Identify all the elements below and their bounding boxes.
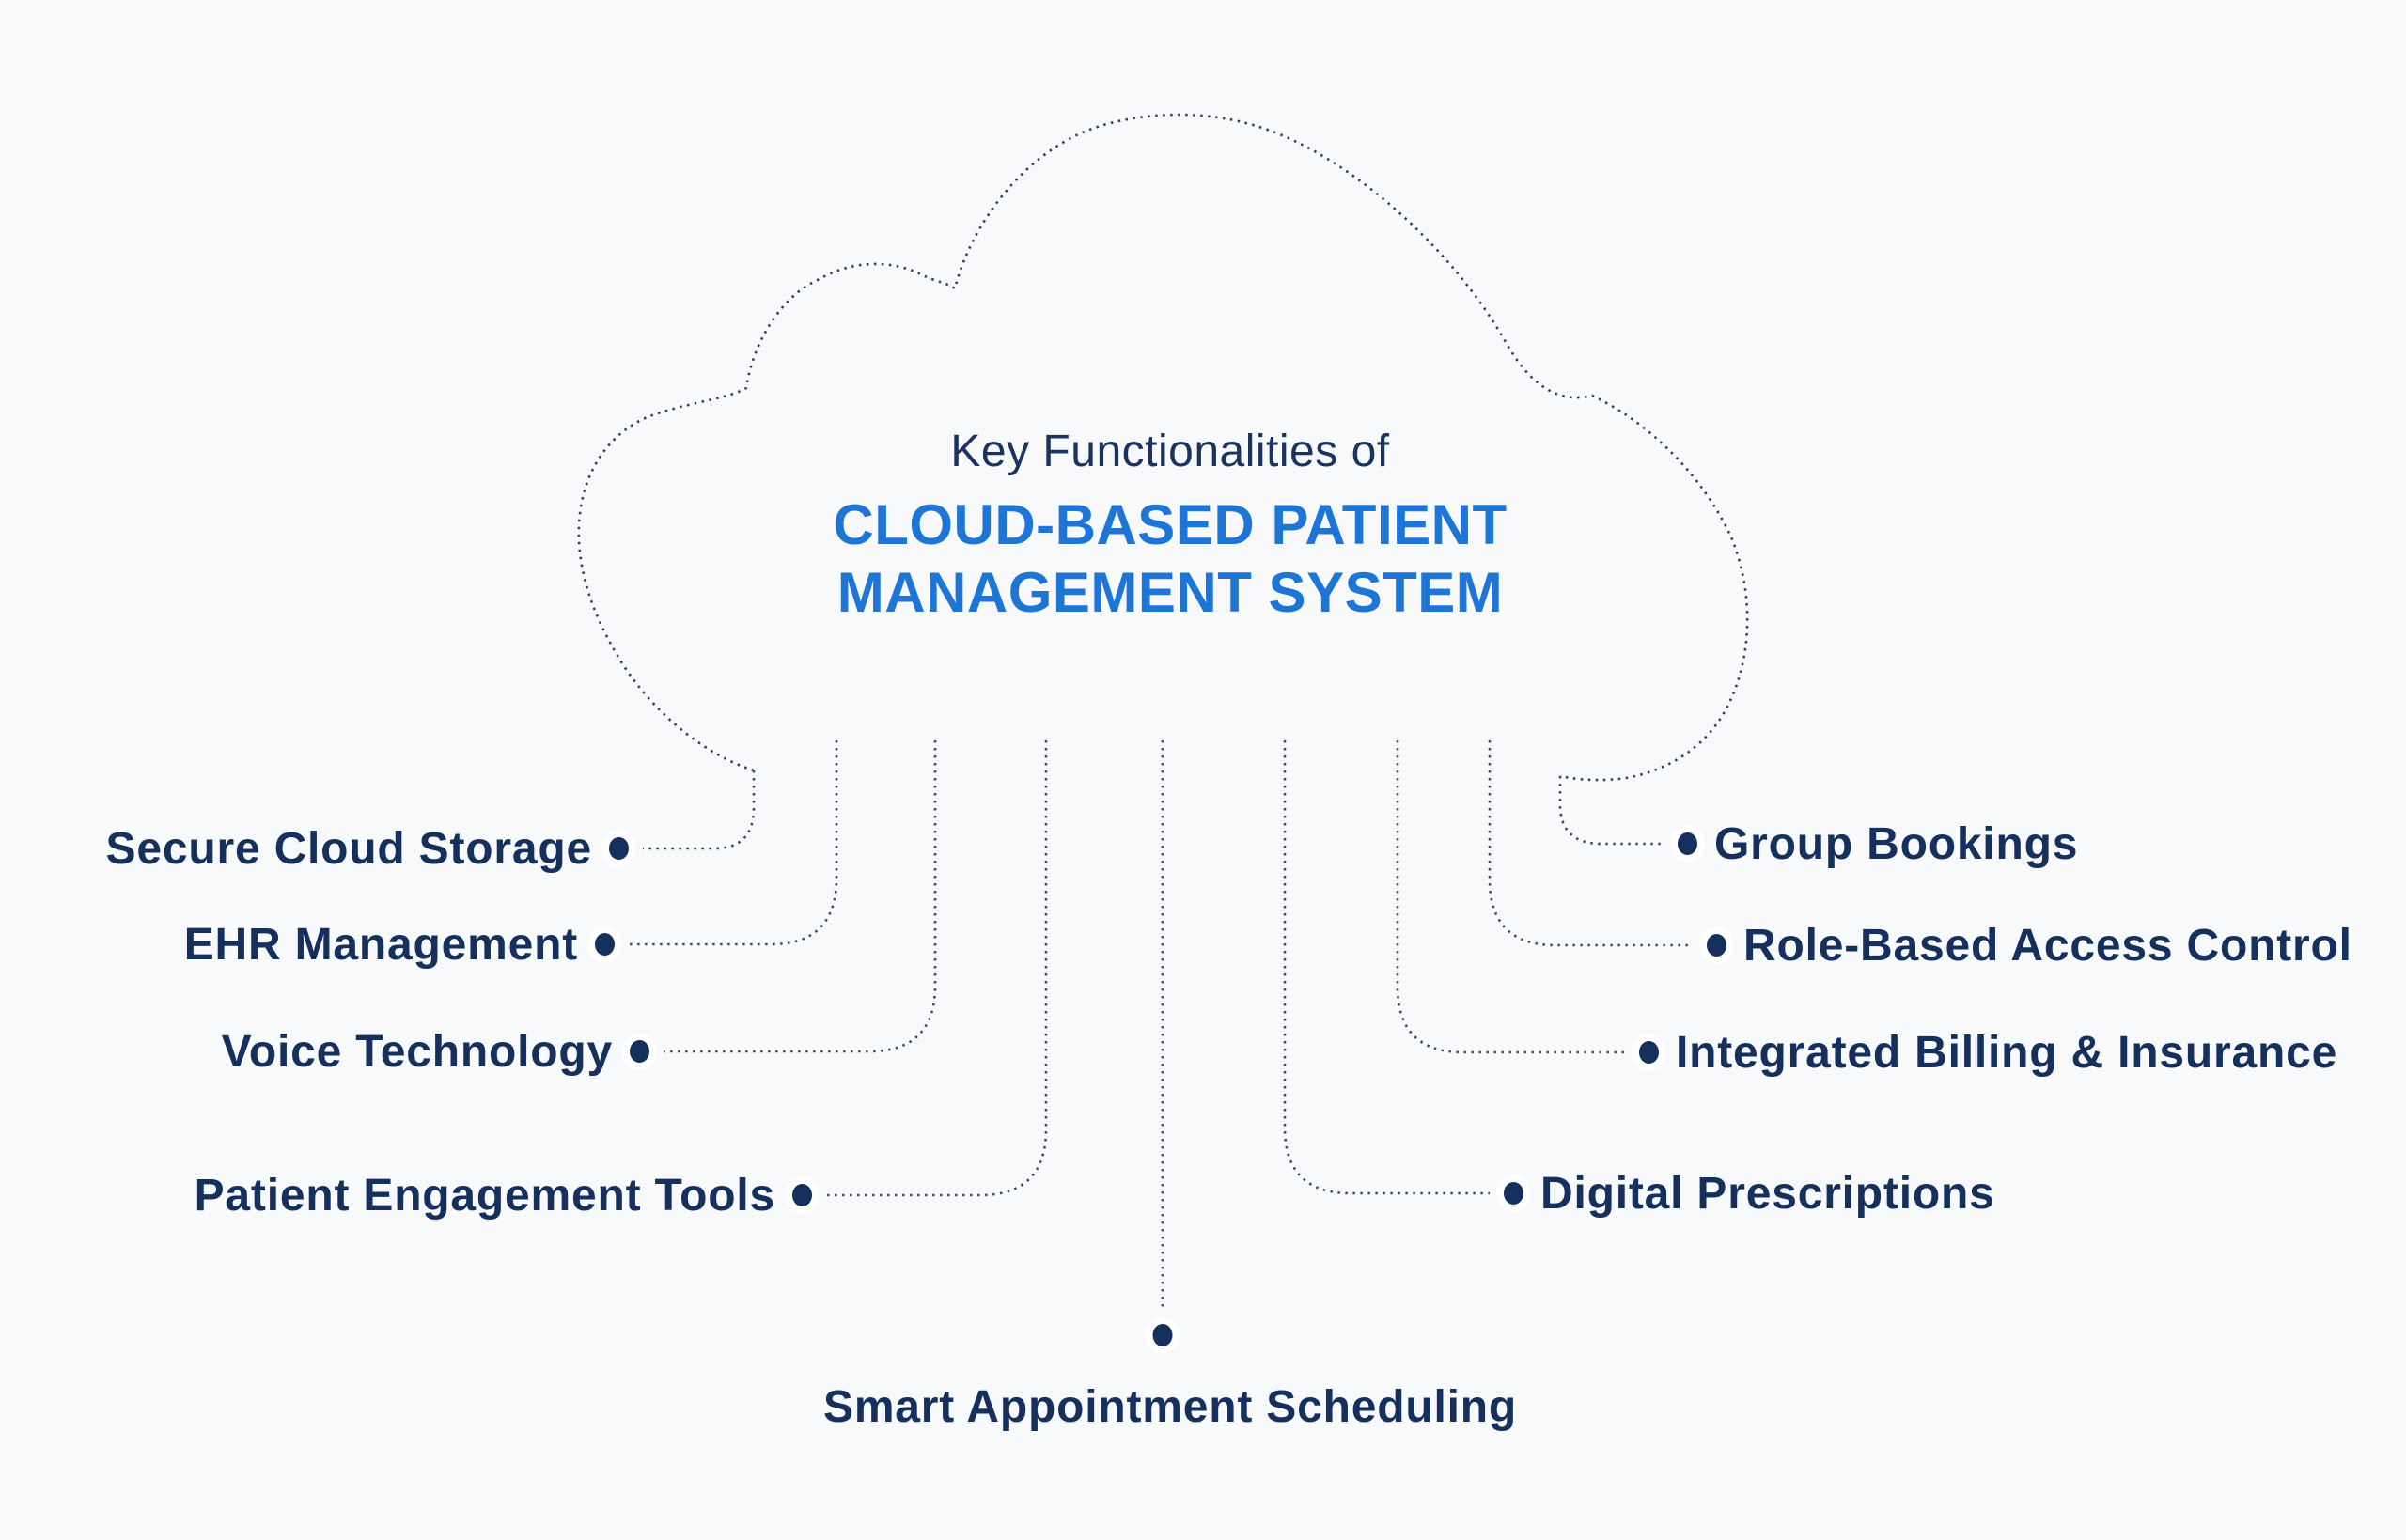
feature-text: Patient Engagement Tools bbox=[194, 1170, 775, 1221]
feature-text: Integrated Billing & Insurance bbox=[1676, 1027, 2338, 1078]
feature-label-patient-engagement-tools: Patient Engagement Tools bbox=[195, 1167, 812, 1223]
feature-label-group-bookings: Group Bookings bbox=[1678, 816, 2078, 872]
connector-line bbox=[1558, 776, 1664, 846]
feature-text: Role-Based Access Control bbox=[1743, 920, 2352, 971]
title-subtitle: Key Functionalities of bbox=[950, 427, 1390, 476]
connector-line bbox=[826, 740, 1048, 1197]
feature-text: Secure Cloud Storage bbox=[105, 823, 592, 874]
bullet-dot bbox=[1678, 832, 1697, 855]
feature-text: EHR Management bbox=[183, 919, 578, 970]
feature-label-smart-appointment-scheduling: Smart Appointment Scheduling bbox=[823, 1382, 1517, 1432]
bullet-dot bbox=[1504, 1182, 1523, 1205]
feature-label-role-based-access-control: Role-Based Access Control bbox=[1707, 917, 2352, 973]
cloud-outline-icon bbox=[577, 113, 1749, 782]
feature-text: Digital Prescriptions bbox=[1540, 1168, 1995, 1219]
connector-line bbox=[1283, 740, 1490, 1195]
feature-label-ehr-management: EHR Management bbox=[184, 916, 615, 972]
title-main-line2: MANAGEMENT SYSTEM bbox=[836, 561, 1504, 624]
bullet-dot bbox=[595, 933, 615, 956]
bullet-dot bbox=[792, 1184, 812, 1206]
feature-text: Voice Technology bbox=[221, 1026, 613, 1077]
connector-line bbox=[1396, 740, 1625, 1054]
feature-label-voice-technology: Voice Technology bbox=[222, 1023, 649, 1080]
connector-line bbox=[664, 740, 937, 1053]
bullet-dot bbox=[630, 1040, 649, 1063]
bullet-dot bbox=[1639, 1041, 1659, 1064]
feature-text: Group Bookings bbox=[1714, 818, 2079, 869]
feature-label-digital-prescriptions: Digital Prescriptions bbox=[1504, 1165, 1995, 1221]
bullet-dot bbox=[609, 837, 629, 860]
bullet-dot bbox=[1152, 1324, 1173, 1346]
title-block: Key Functionalities of CLOUD-BASED PATIE… bbox=[700, 428, 1640, 627]
title-main-line1: CLOUD-BASED PATIENT bbox=[833, 493, 1508, 556]
feature-label-integrated-billing-insurance: Integrated Billing & Insurance bbox=[1639, 1024, 2337, 1081]
feature-label-secure-cloud-storage: Secure Cloud Storage bbox=[106, 820, 629, 877]
bullet-dot bbox=[1707, 934, 1726, 957]
connector-line bbox=[643, 770, 756, 850]
connector-line bbox=[629, 740, 838, 946]
